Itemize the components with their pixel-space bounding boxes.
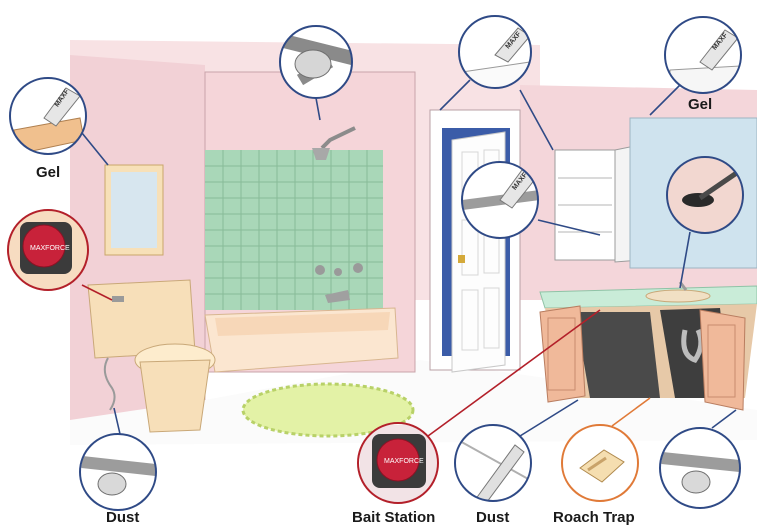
callout-bait-center: MAXFORCE <box>358 423 440 505</box>
vanity <box>540 282 757 410</box>
svg-text:MAXFORCE: MAXFORCE <box>384 458 424 465</box>
svg-text:MAXFORCE: MAXFORCE <box>30 245 70 252</box>
callout-gel-left: MAXF <box>10 78 86 154</box>
callout-roach-trap <box>562 425 638 501</box>
callout-gel-shelf: MAXF <box>462 162 540 238</box>
callout-bait-left: MAXFORCE <box>8 210 88 290</box>
label-dust-left: Dust <box>106 509 139 526</box>
label-gel-left: Gel <box>36 164 60 181</box>
wall-mirror <box>105 165 163 255</box>
doorway <box>430 110 520 372</box>
cabinet-door-left <box>540 306 585 402</box>
dust-applicator-icon <box>98 473 126 495</box>
callout-pipe-right <box>660 428 740 508</box>
callout-dust-crack <box>455 425 531 506</box>
tub-alcove <box>205 72 415 372</box>
label-dust-mid: Dust <box>476 509 509 526</box>
label-roach-trap: Roach Trap <box>553 509 635 526</box>
callout-dust-left <box>80 434 156 510</box>
label-gel-right: Gel <box>688 96 712 113</box>
sink <box>646 290 710 302</box>
label-bait-station: Bait Station <box>352 509 435 526</box>
callout-gel-right: MAXF <box>665 17 741 96</box>
